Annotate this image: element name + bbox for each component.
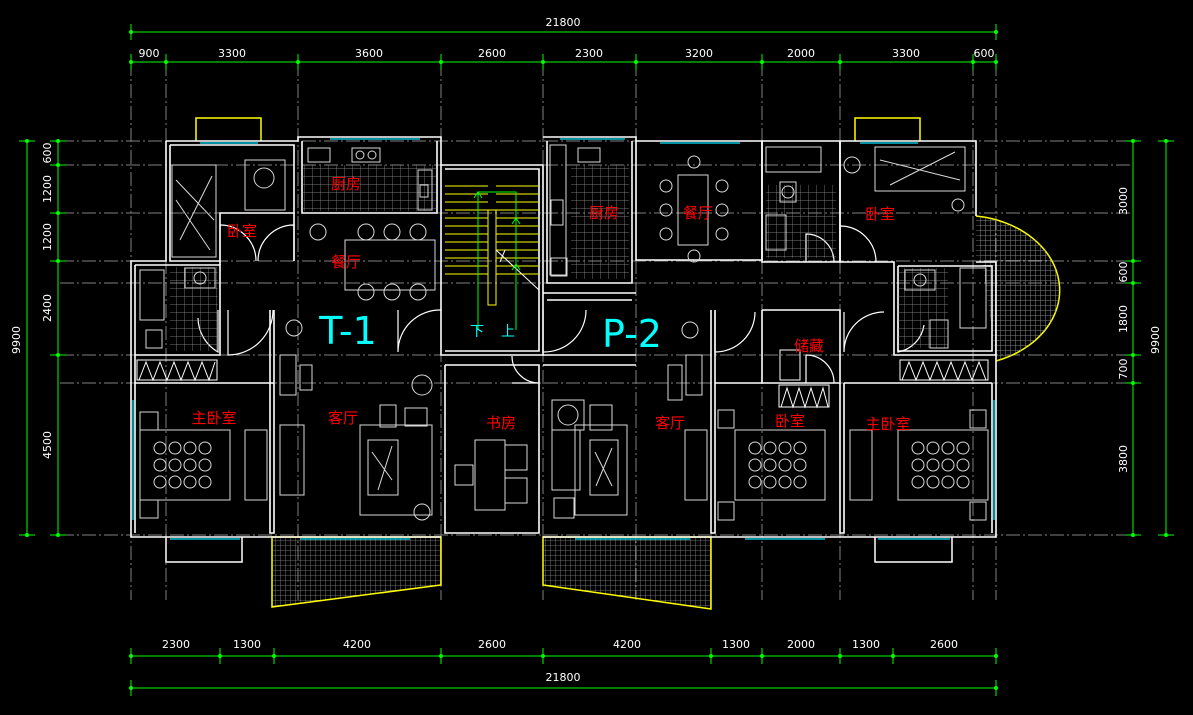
bottom-dimension-7: 2000 [787, 638, 815, 651]
room-label-p2-storage: 储藏 [794, 337, 824, 355]
stair-down-label: 下 [470, 324, 484, 340]
kitchen-t1 [307, 147, 433, 211]
right-dimension-3: 1800 [1117, 305, 1130, 333]
bed-t1-bedroom [171, 159, 286, 258]
dining-table-p2 [659, 155, 729, 339]
living-p2 [551, 354, 708, 519]
top-dimension-4: 2600 [478, 47, 506, 60]
top-dimension-8: 3300 [892, 47, 920, 60]
room-label-study: 书房 [486, 414, 516, 432]
bay-window-t1-master [165, 537, 243, 563]
room-label-p2-kitchen: 厨房 [589, 204, 619, 222]
top-dimension-2: 3300 [218, 47, 246, 60]
stair-arrows [473, 191, 521, 330]
dining-table-t1 [285, 223, 436, 337]
wardrobes [136, 349, 989, 409]
doors [197, 224, 925, 384]
kitchen-p2 [549, 144, 601, 277]
room-label-t1-kitchen: 厨房 [331, 175, 361, 193]
bay-window-p2-master [874, 537, 953, 563]
top-dimension-7: 2000 [787, 47, 815, 60]
left-dimension-3: 1200 [41, 223, 54, 251]
top-dimension-1: 900 [139, 47, 160, 60]
room-label-p2-bedroom: 卧室 [775, 412, 805, 430]
bottom-dimension-8: 1300 [852, 638, 880, 651]
bottom-dimension-5: 4200 [613, 638, 641, 651]
bed-p2-bedroom [717, 409, 826, 521]
room-label-t1-living: 客厅 [328, 409, 358, 427]
room-label-p2-master: 主卧室 [865, 415, 910, 433]
walls [130, 136, 997, 538]
bed-t1-master [139, 411, 268, 519]
unit-label-p2: P-2 [602, 312, 662, 356]
top-dimension-9: 600 [974, 47, 995, 60]
left-dimension-2: 1200 [41, 175, 54, 203]
top-dimension-5: 2300 [575, 47, 603, 60]
dimension-ticks [25, 30, 1168, 690]
furniture [139, 144, 989, 521]
left-dimension-1: 600 [41, 143, 54, 164]
right-dimension-4: 700 [1117, 359, 1130, 380]
bottom-dimension-1: 2300 [162, 638, 190, 651]
room-label-t1-bedroom: 卧室 [227, 222, 257, 240]
left-dimension-4: 2400 [41, 294, 54, 322]
bathroom-t1 [139, 267, 216, 349]
bay-window-t1-bedroom [195, 117, 262, 141]
right-dimension-1: 3000 [1117, 187, 1130, 215]
balconies [165, 117, 1061, 610]
room-label-t1-dining: 餐厅 [331, 253, 361, 271]
bottom-dimension-2: 1300 [233, 638, 261, 651]
stair-up-label: 上 [501, 324, 515, 340]
room-label-p2-dining: 餐厅 [683, 204, 713, 222]
top-dimension-6: 3200 [685, 47, 713, 60]
study-furniture [454, 439, 528, 511]
room-label-t1-master: 主卧室 [191, 409, 236, 427]
bottom-dimension-4: 2600 [478, 638, 506, 651]
room-label-p2-bedroom-top: 卧室 [865, 205, 895, 223]
top-dimension-3: 3600 [355, 47, 383, 60]
stairs [445, 185, 540, 306]
bottom-total-dimension: 21800 [546, 671, 581, 684]
bed-p2-top [843, 146, 966, 212]
bottom-dimension-3: 4200 [343, 638, 371, 651]
top-total-dimension: 21800 [546, 16, 581, 29]
right-dimension-5: 3800 [1117, 445, 1130, 473]
bottom-dimension-9: 2600 [930, 638, 958, 651]
bed-p2-master [849, 409, 989, 521]
left-total-dimension: 9900 [10, 326, 23, 354]
bottom-dimension-6: 1300 [722, 638, 750, 651]
windows [132, 138, 995, 540]
bay-window-p2-bedroom [854, 117, 921, 141]
left-dimension-5: 4500 [41, 431, 54, 459]
bathroom-p2-lower [904, 267, 987, 349]
right-total-dimension: 9900 [1149, 326, 1162, 354]
living-t1 [279, 354, 433, 521]
right-dimension-2: 600 [1117, 262, 1130, 283]
balcony-p2-living [542, 536, 712, 610]
room-label-p2-living: 客厅 [655, 414, 685, 432]
floor-tiles [170, 165, 948, 351]
bathroom-p2-upper [765, 146, 822, 251]
unit-label-t1: T-1 [318, 309, 377, 353]
balcony-t1-living [271, 536, 442, 608]
